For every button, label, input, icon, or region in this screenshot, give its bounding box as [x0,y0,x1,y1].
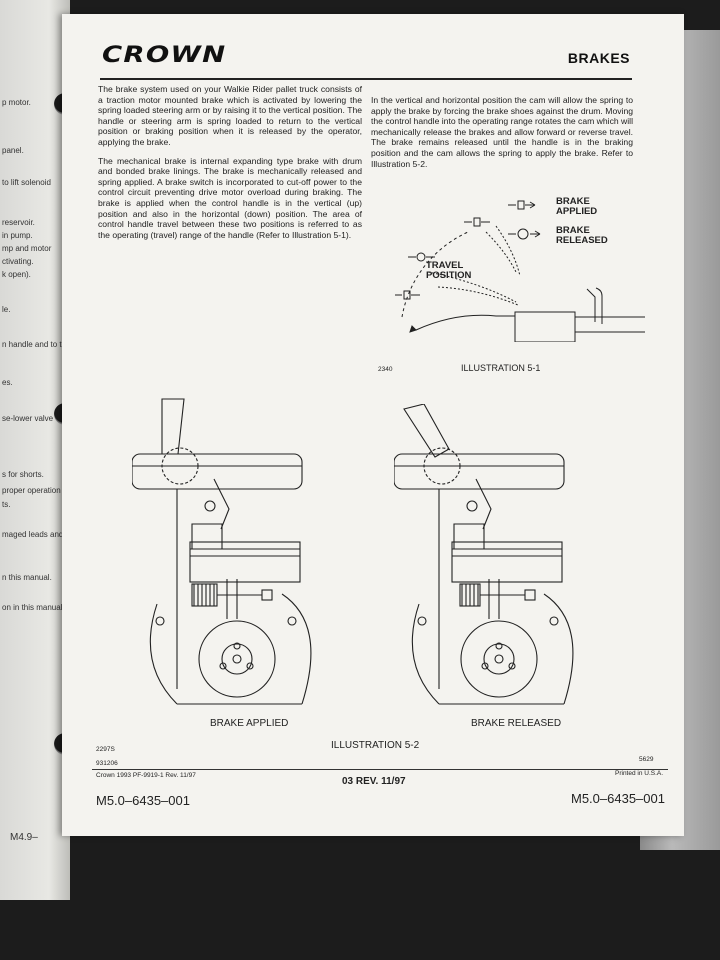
previous-page: p motor. panel. to lift solenoid reservo… [0,0,70,900]
paragraph: The brake system used on your Walkie Rid… [98,84,362,147]
paragraph: The mechanical brake is internal expandi… [98,155,362,240]
copyright-line: Crown 1993 PF-9919-1 Rev. 11/97 [96,772,196,779]
crown-logo: CROWN [102,43,227,68]
left-column: The brake system used on your Walkie Rid… [98,84,362,248]
label-travel-position: TRAVEL POSITION [426,260,472,281]
illustration-code-right: 5629 [639,756,654,763]
illustration-5-2-caption: ILLUSTRATION 5-2 [331,740,420,751]
paragraph: In the vertical and horizontal position … [371,95,633,169]
prev-page-line: proper operation [2,486,61,495]
brake-released-caption: BRAKE RELEASED [471,718,562,729]
prev-page-line: in pump. [2,231,33,240]
prev-page-line: ctivating. [2,257,34,266]
doc-number-left: M5.0–6435–001 [96,793,190,808]
illustration-5-1-caption: ILLUSTRATION 5-1 [461,363,541,373]
illustration-code-left: 2297S [96,746,115,753]
manual-page: CROWN BRAKES The brake system used on yo… [62,14,684,836]
prev-page-code: M4.9– [10,832,38,843]
prev-page-line: k open). [2,270,31,279]
prev-page-line: le. [2,305,11,314]
prev-page-line: to lift solenoid [2,178,51,187]
label-brake-released: BRAKE RELEASED [556,225,608,246]
prev-page-line: s for shorts. [2,470,44,479]
doc-number-right: M5.0–6435–001 [571,791,665,806]
prev-page-line: n handle and to the [2,340,70,349]
prev-page-line: se-lower valve [2,414,54,423]
prev-page-line: p motor. [2,98,31,107]
prev-page-line: reservoir. [2,218,35,227]
prev-page-line: panel. [2,146,24,155]
prev-page-line: n this manual. [2,573,52,582]
prev-page-line: maged leads and [2,530,64,539]
date-code: 931206 [96,760,118,767]
revision-label: 03 REV. 11/97 [342,776,406,787]
handle-travel-diagram [395,200,645,342]
prev-page-line: on in this manual [2,603,63,612]
brake-applied-drawing [132,398,312,705]
right-column: In the vertical and horizontal position … [371,95,633,177]
brake-applied-caption: BRAKE APPLIED [210,718,289,729]
illustration-code: 2340 [378,366,393,373]
footer-divider [92,769,668,770]
header-divider [100,78,632,80]
printed-in: Printed in U.S.A. [615,770,664,777]
prev-page-line: es. [2,378,13,387]
prev-page-line: ts. [2,500,11,509]
label-brake-applied: BRAKE APPLIED [556,196,598,217]
section-title: BRAKES [567,50,630,66]
brake-released-drawing [394,404,574,705]
prev-page-line: mp and motor [2,244,52,253]
